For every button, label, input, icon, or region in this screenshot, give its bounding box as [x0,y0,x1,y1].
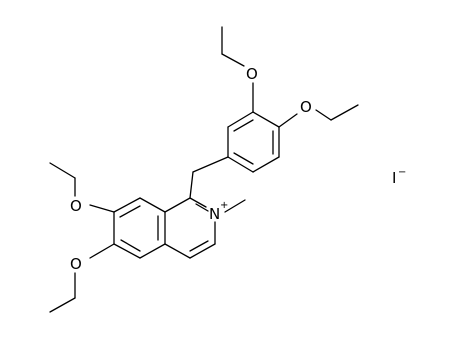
atom-oxygen-left-upper: O [70,197,82,215]
atom-oxygen-left-lower: O [70,255,82,273]
atom-nitrogen: N [209,205,220,223]
bond-lines [49,26,359,313]
iodide-negative-charge: − [398,167,406,178]
atom-oxygen-right: O [300,98,312,116]
nitrogen-positive-charge: + [220,200,228,211]
atom-oxygen-top: O [246,65,258,83]
atom-iodide: I [392,169,396,187]
